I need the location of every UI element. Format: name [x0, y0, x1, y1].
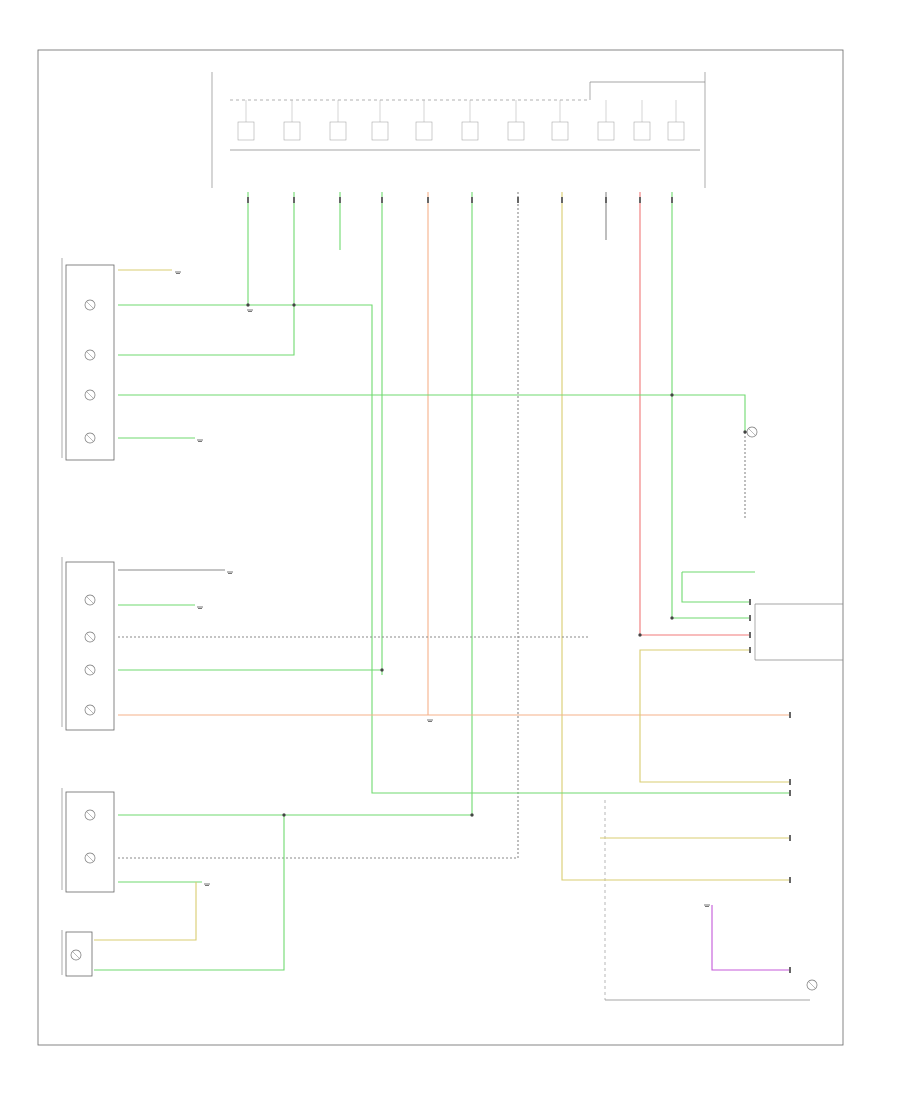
connector-tick-5: [427, 197, 429, 203]
diagram-frame: [37, 49, 844, 1046]
right-front-park-lamp: [604, 800, 810, 1001]
connector-tick-8: [561, 197, 563, 203]
lamp-left-stop-filament: [86, 301, 94, 309]
connector-tick-6: [471, 197, 473, 203]
connector-tick-9: [605, 197, 607, 203]
left-front-park-lamp: [61, 788, 115, 893]
splice-6: [670, 393, 674, 397]
lamp-right-stop-filament: [86, 706, 94, 714]
left-front-marker-lamp: [61, 930, 93, 977]
fuse-row: [237, 100, 685, 141]
lamp-right-tail: [84, 631, 96, 643]
fuse-5: [415, 121, 433, 141]
rh-pin-1: [789, 712, 791, 718]
symbol-group: [70, 197, 818, 991]
wire-tt-3: [639, 649, 790, 783]
rh-pin-3: [789, 790, 791, 796]
wire-drop-8: [561, 192, 790, 881]
lamp-left-turn: [84, 389, 96, 401]
lamp-left-tail-filament: [86, 351, 94, 359]
fuse-7: [507, 121, 525, 141]
splice-3: [380, 668, 384, 672]
lamp-lf-marker-filament: [72, 951, 80, 959]
fuse-2: [283, 121, 301, 141]
trailer-tow-module: [754, 603, 843, 661]
lamp-right-backup: [84, 594, 96, 606]
lamp-lf-turn-filament: [86, 854, 94, 862]
splice-7: [743, 430, 747, 434]
lamp-left-backup: [84, 432, 96, 444]
wire-group: [94, 192, 790, 971]
wire-lfm-1: [94, 882, 197, 941]
fuse-block: [211, 72, 706, 188]
wire-drop-2: [118, 192, 295, 356]
splice-9: [670, 616, 674, 620]
wire-drop-11: [671, 192, 750, 619]
splice-2: [292, 303, 296, 307]
lamp-right-turn: [84, 664, 96, 676]
lamp-lf-park: [84, 809, 96, 821]
fuse-3: [329, 121, 347, 141]
fuse-11: [667, 121, 685, 141]
lamp-left-stop: [84, 299, 96, 311]
tt-pin-3: [749, 632, 751, 638]
lamp-lf-park-filament: [86, 811, 94, 819]
wire-ltl-2: [118, 304, 790, 794]
rh-pin-5: [789, 877, 791, 883]
rh-pin-4: [789, 835, 791, 841]
tt-pin-1: [749, 599, 751, 605]
rh-pin-2: [789, 779, 791, 785]
lamp-license-filament: [748, 428, 756, 436]
tt-pin-4: [749, 647, 751, 653]
wire-drop-10: [639, 192, 750, 636]
lamp-left-tail: [84, 349, 96, 361]
lamp-right-tail-filament: [86, 633, 94, 641]
fuse-6: [461, 121, 479, 141]
tt-pin-2: [749, 615, 751, 621]
fuse-8: [551, 121, 569, 141]
fuse-1: [237, 121, 255, 141]
connector-tick-11: [671, 197, 673, 203]
wire-rfp-2: [711, 905, 790, 971]
splice-1: [246, 303, 250, 307]
connector-tick-7: [517, 197, 519, 203]
lamp-left-turn-filament: [86, 391, 94, 399]
lamp-rf-park-filament: [808, 981, 816, 989]
lamp-left-backup-filament: [86, 434, 94, 442]
rh-pin-6: [789, 967, 791, 973]
lamp-right-backup-filament: [86, 596, 94, 604]
connector-tick-4: [381, 197, 383, 203]
lamp-lf-turn: [84, 852, 96, 864]
fuse-10: [633, 121, 651, 141]
wire-lfp-4: [94, 815, 285, 971]
connector-tick-1: [247, 197, 249, 203]
lamp-right-stop: [84, 704, 96, 716]
wire-tt-1: [681, 572, 750, 603]
fuse-9: [597, 121, 615, 141]
connector-tick-2: [293, 197, 295, 203]
connector-tick-3: [339, 197, 341, 203]
connector-tick-10: [639, 197, 641, 203]
lamp-rf-park: [806, 979, 818, 991]
splice-8: [638, 633, 642, 637]
right-tail-lamp-assembly: [61, 557, 115, 731]
lamp-lf-marker: [70, 949, 82, 961]
splice-4: [470, 813, 474, 817]
splice-5: [282, 813, 286, 817]
wire-ltl-3: [118, 394, 746, 432]
lamp-right-turn-filament: [86, 666, 94, 674]
left-tail-lamp-assembly: [61, 258, 115, 461]
lamp-license: [746, 426, 758, 438]
fuse-4: [371, 121, 389, 141]
